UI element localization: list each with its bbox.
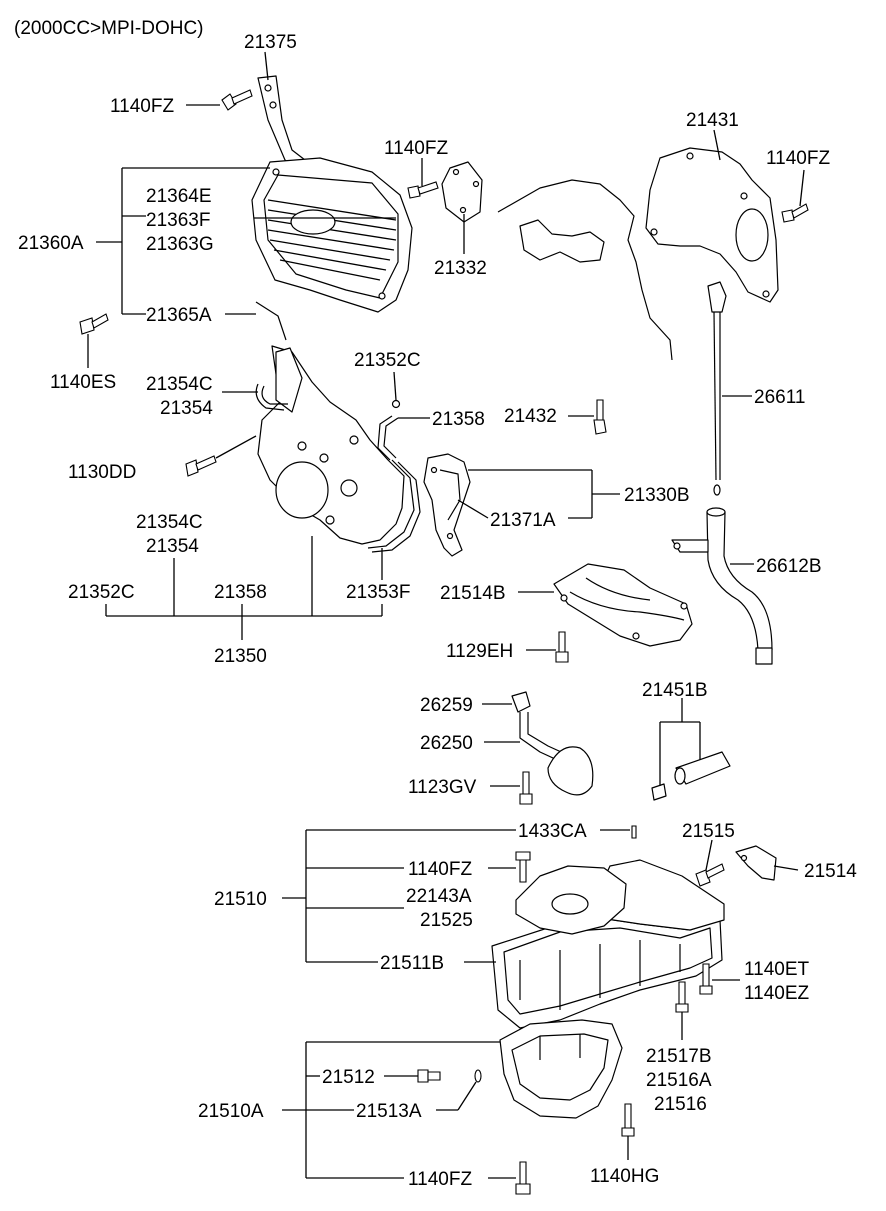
part-label: 1140FZ <box>408 1169 472 1190</box>
upper-timing-belt-cover-part <box>251 157 413 313</box>
part-number-labels: (2000CC>MPI-DOHC) 21375 1140FZ 1140FZ 21… <box>14 18 857 1190</box>
part-label: 1140FZ <box>110 96 174 117</box>
oil-level-dipstick-part <box>707 281 727 496</box>
part-label: 21515 <box>682 821 735 842</box>
part-label: 21352C <box>354 350 421 371</box>
bolt-fasteners <box>79 89 809 1195</box>
part-label: 21354C <box>146 374 213 395</box>
part-label: 21525 <box>420 910 473 931</box>
leader-lines <box>87 51 805 1179</box>
part-label: 1140FZ <box>384 138 448 159</box>
part-label: 1140ES <box>50 372 116 393</box>
part-label: 21358 <box>432 409 485 430</box>
part-label: 21363G <box>146 234 214 255</box>
part-label: 21516 <box>654 1094 707 1115</box>
cover-seal-strip-part <box>377 415 399 461</box>
part-label: 21514 <box>804 861 857 882</box>
part-label: 22143A <box>406 886 472 907</box>
dipstick-guide-tube-part <box>671 507 773 665</box>
part-label: 21354C <box>136 512 203 533</box>
part-label: 1433CA <box>518 821 587 842</box>
part-label: 1140EZ <box>744 983 810 1004</box>
part-label: 21360A <box>18 233 84 254</box>
part-label: 21371A <box>490 510 556 531</box>
part-label: 21358 <box>214 582 267 603</box>
engine-block-outline <box>497 179 673 361</box>
part-label: 21513A <box>356 1101 422 1122</box>
small-seal-washer-parts <box>255 383 401 411</box>
part-label: 21431 <box>686 110 739 131</box>
timing-cover-gasket-part <box>367 459 421 553</box>
part-label: 21510A <box>198 1101 264 1122</box>
part-label: 1140HG <box>590 1166 659 1187</box>
part-label: 21354 <box>146 536 199 557</box>
part-label: 21514B <box>440 583 506 604</box>
oil-baffle-plate-part <box>553 563 693 647</box>
part-label: 21350 <box>214 646 267 667</box>
upper-oil-pan-part <box>491 859 725 1029</box>
part-label: 21510 <box>214 889 267 910</box>
part-label: 21511B <box>380 953 444 974</box>
lower-oil-pan-part <box>499 1019 623 1119</box>
part-label: 21352C <box>68 582 135 603</box>
part-label: 21375 <box>244 32 297 53</box>
part-label: 21364E <box>146 186 212 207</box>
oil-pan-bracket-part <box>735 845 777 881</box>
part-label: 21365A <box>146 305 212 326</box>
timing-belt-cover-bracket-part <box>257 75 319 173</box>
part-label: 1123GV <box>408 777 477 798</box>
part-label: 1129EH <box>446 641 513 662</box>
liquid-gasket-tube-part <box>651 751 731 801</box>
part-label: 21432 <box>504 406 557 427</box>
part-label: 21516A <box>646 1070 712 1091</box>
oil-strainer-part <box>511 691 594 796</box>
part-label: 21354 <box>160 398 213 419</box>
part-label: 26259 <box>420 695 473 716</box>
part-label: 21517B <box>646 1046 712 1067</box>
rear-oil-seal-plate-part <box>645 147 779 303</box>
part-label: 26612B <box>756 556 822 577</box>
part-label: 21363F <box>146 210 210 231</box>
part-label: 21451B <box>642 680 708 701</box>
part-label: 21353F <box>346 582 410 603</box>
part-label: 1130DD <box>68 462 136 483</box>
lower-timing-belt-cover-part <box>257 345 405 545</box>
part-label: 1140ET <box>744 959 810 980</box>
part-label: 1140FZ <box>408 859 472 880</box>
part-label: 1140FZ <box>766 148 830 169</box>
part-label: 26611 <box>754 387 805 408</box>
part-label: 21512 <box>322 1067 375 1088</box>
diagram-title: (2000CC>MPI-DOHC) <box>14 18 204 39</box>
small-cover-plate-part <box>441 161 483 223</box>
part-label: 26250 <box>420 733 473 754</box>
part-label: 21330B <box>624 485 690 506</box>
part-label: 21332 <box>434 258 487 279</box>
oil-pump-case-part <box>423 453 471 557</box>
oil-pan-gasket-part <box>515 865 627 935</box>
